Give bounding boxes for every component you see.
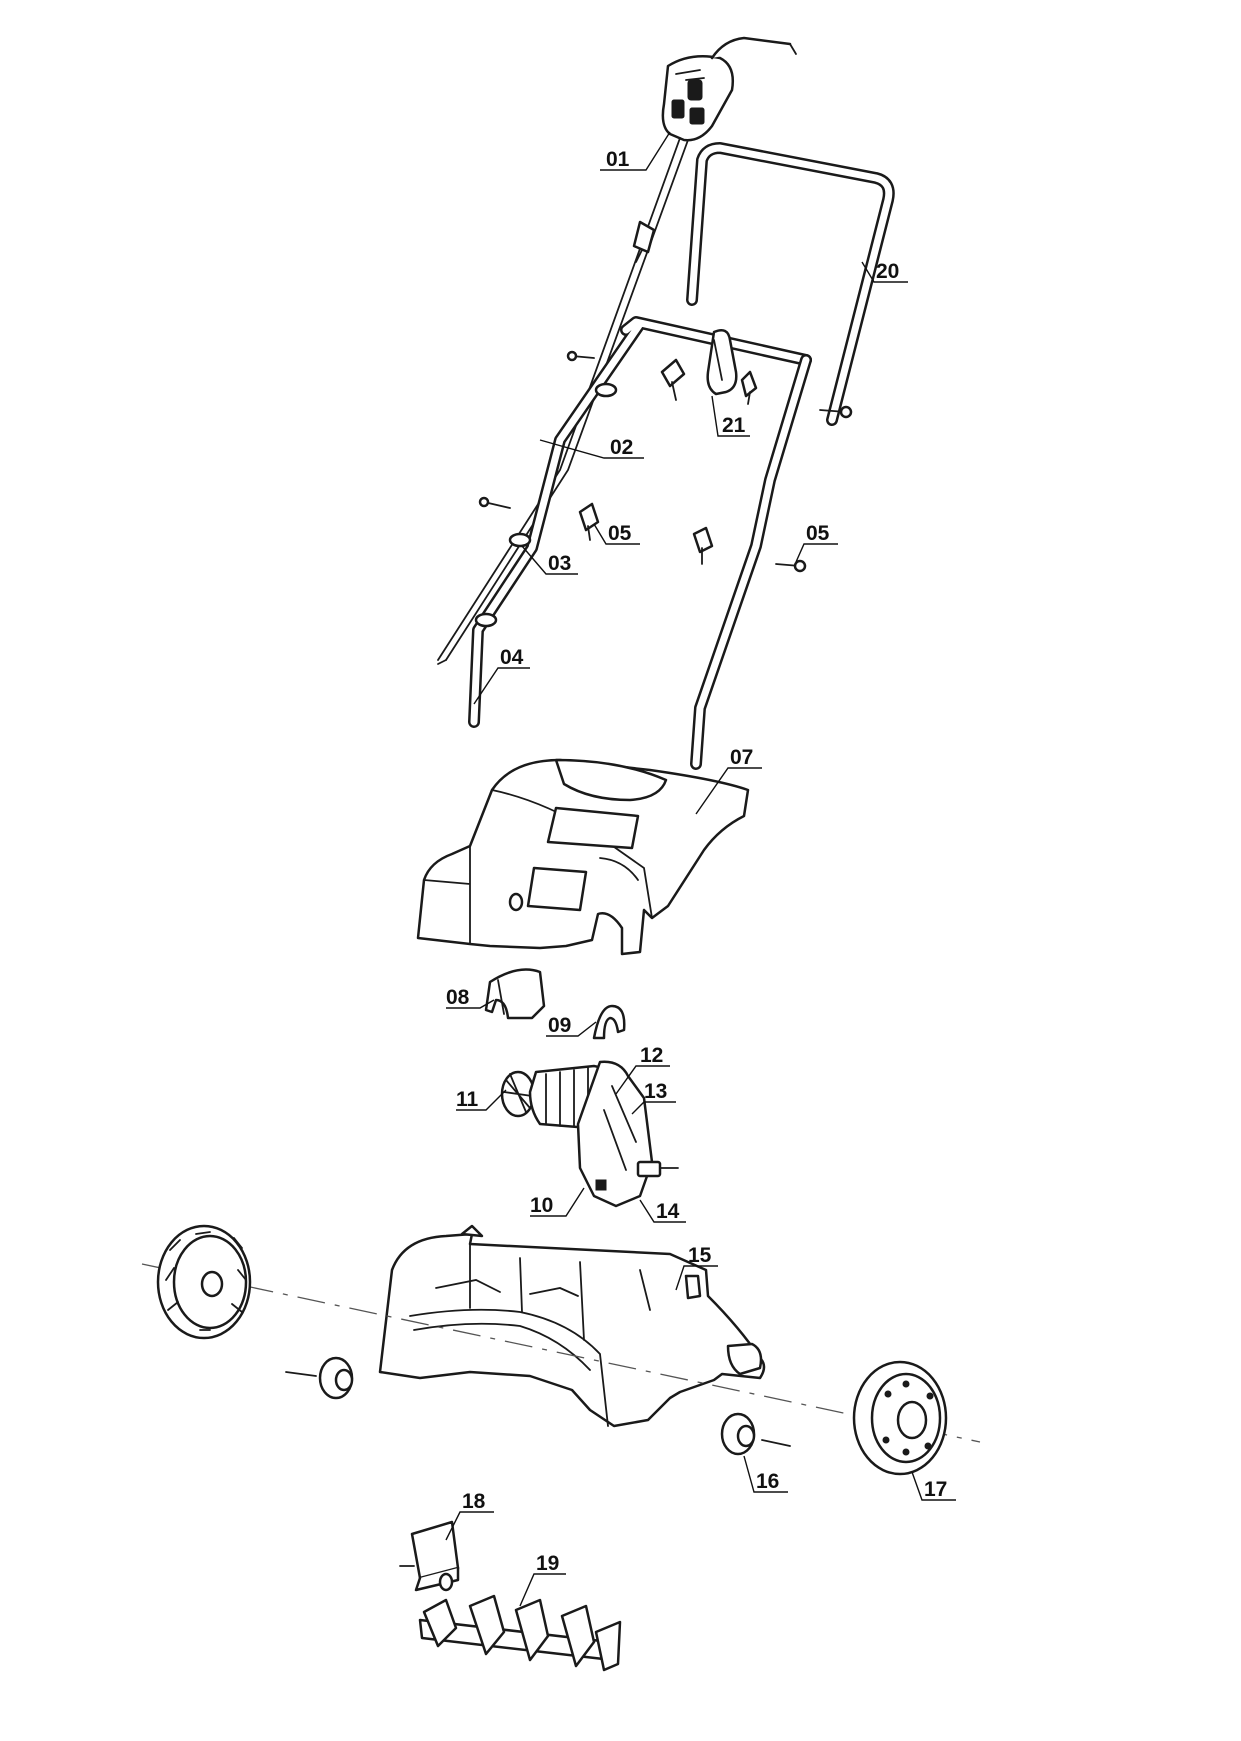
wheel-axis-line [141, 1263, 981, 1443]
label-text: 01 [606, 148, 630, 171]
housing-deck-part [378, 1224, 766, 1428]
label-12: 12 [615, 1044, 670, 1095]
label-17: 17 [911, 1471, 956, 1501]
label-08: 08 [446, 986, 495, 1009]
bearing-block-part [399, 1520, 460, 1592]
cover-flap-part [484, 968, 546, 1020]
switch-box-part [661, 36, 797, 142]
svg-text:11: 11 [456, 1088, 479, 1111]
left-wheel-part [156, 1224, 252, 1340]
svg-text:20: 20 [876, 260, 899, 283]
label-10: 10 [530, 1187, 585, 1217]
tine-roller-part [418, 1594, 622, 1672]
svg-text:17: 17 [924, 1478, 947, 1501]
cable-part [437, 137, 689, 665]
wheel-hub-part [285, 1356, 791, 1456]
upper-handle-part [686, 142, 895, 426]
right-wheel-part [852, 1360, 948, 1476]
svg-text:08: 08 [446, 986, 470, 1009]
label-03: 03 [521, 545, 578, 575]
label-14: 14 [639, 1199, 686, 1223]
svg-text:02: 02 [610, 436, 633, 459]
label-18: 18 [445, 1490, 494, 1541]
label-02: 02 [539, 436, 644, 459]
svg-text:05: 05 [608, 522, 632, 545]
label-19: 19 [519, 1552, 566, 1607]
label-21: 21 [711, 395, 750, 437]
svg-text:10: 10 [530, 1194, 553, 1217]
label-04: 04 [473, 646, 530, 705]
svg-text:14: 14 [656, 1200, 680, 1223]
svg-text:04: 04 [500, 646, 524, 669]
cable-clip-part [474, 350, 618, 628]
bolt-part [478, 405, 853, 573]
svg-text:21: 21 [722, 414, 746, 437]
svg-text:13: 13 [644, 1080, 667, 1103]
svg-text:05: 05 [806, 522, 830, 545]
svg-text:19: 19 [536, 1552, 559, 1575]
label-13: 13 [631, 1080, 676, 1115]
svg-text:03: 03 [548, 552, 571, 575]
label-05-left: 05 [593, 522, 640, 545]
svg-text:09: 09 [548, 1014, 571, 1037]
label-09: 09 [546, 1014, 597, 1037]
motor-assembly-part [500, 1060, 679, 1208]
part-labels: 01 02 03 04 05 05 07 08 [445, 131, 956, 1607]
wing-nut-part [578, 358, 758, 565]
lower-handle-part [468, 316, 812, 770]
label-01: 01 [600, 131, 671, 171]
svg-text:12: 12 [640, 1044, 663, 1067]
label-05-right: 05 [795, 522, 838, 563]
label-16: 16 [743, 1455, 788, 1493]
label-20: 20 [861, 260, 908, 283]
svg-text:16: 16 [756, 1470, 779, 1493]
svg-text:18: 18 [462, 1490, 486, 1513]
cable-bracket-part [706, 329, 738, 396]
label-11: 11 [456, 1088, 507, 1111]
svg-text:15: 15 [688, 1244, 712, 1267]
svg-text:07: 07 [730, 746, 753, 769]
label-15: 15 [675, 1244, 718, 1291]
label-07: 07 [695, 746, 762, 815]
cover-part [416, 758, 750, 956]
clamp-part [592, 1004, 626, 1040]
